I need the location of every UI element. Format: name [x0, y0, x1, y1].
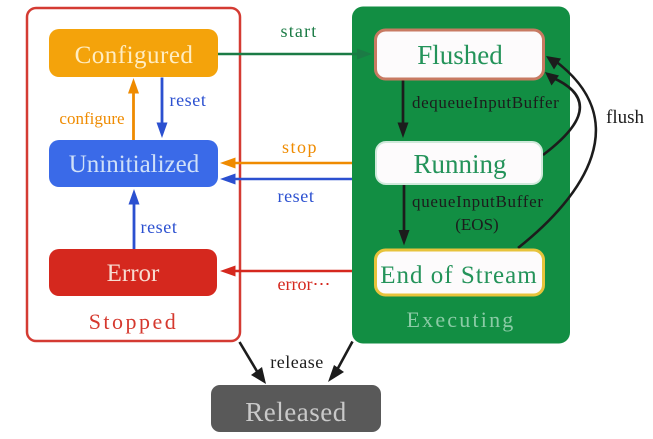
svg-text:error⋯: error⋯	[278, 274, 331, 294]
svg-text:reset: reset	[170, 90, 207, 110]
svg-text:stop: stop	[282, 137, 318, 157]
svg-text:dequeueInputBuffer: dequeueInputBuffer	[412, 93, 559, 112]
svg-text:Stopped: Stopped	[89, 309, 179, 334]
svg-text:Error: Error	[107, 260, 160, 287]
svg-text:Configured: Configured	[75, 42, 194, 69]
svg-text:queueInputBuffer: queueInputBuffer	[412, 192, 544, 211]
svg-text:configure: configure	[59, 109, 124, 128]
svg-text:reset: reset	[141, 217, 178, 237]
svg-text:(EOS): (EOS)	[455, 215, 498, 234]
svg-text:End of Stream: End of Stream	[380, 262, 537, 289]
svg-text:flush: flush	[606, 107, 645, 128]
svg-text:Executing: Executing	[407, 307, 516, 332]
svg-text:Running: Running	[413, 149, 506, 179]
svg-text:release: release	[270, 352, 323, 372]
svg-text:Flushed: Flushed	[417, 40, 503, 70]
svg-text:Released: Released	[245, 397, 346, 427]
svg-text:Uninitialized: Uninitialized	[69, 151, 200, 178]
svg-text:reset: reset	[278, 186, 315, 206]
svg-text:start: start	[281, 21, 318, 41]
